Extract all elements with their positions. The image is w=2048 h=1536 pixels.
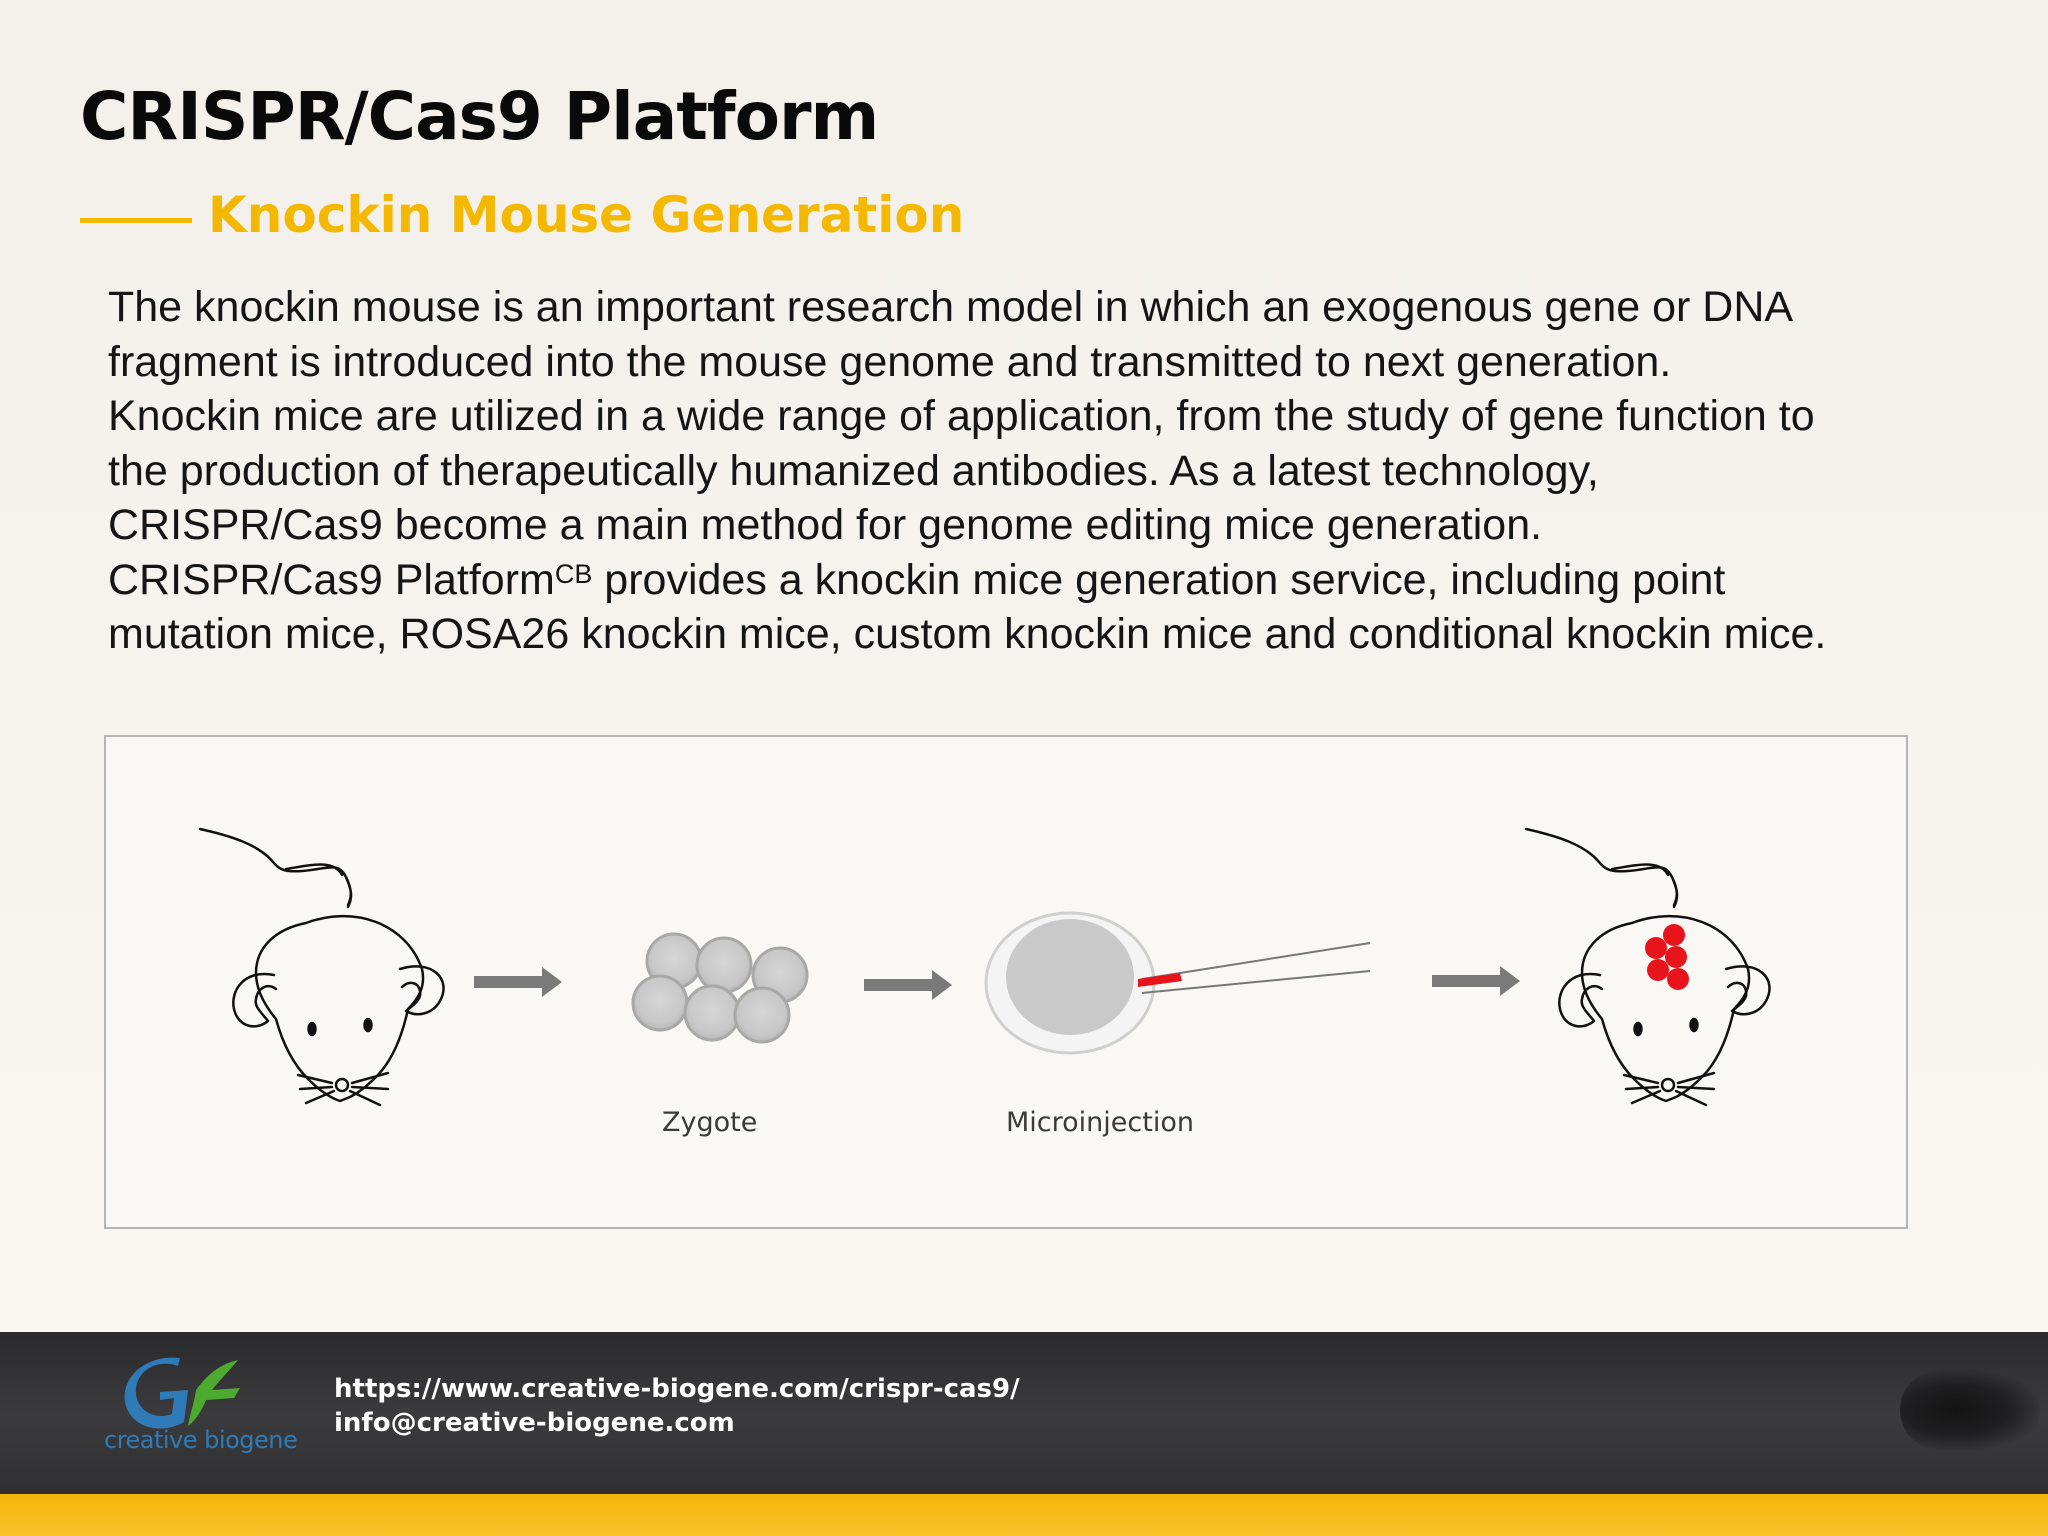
website-link[interactable]: https://www.creative-biogene.com/crispr-… [334,1374,1020,1404]
paragraph-line: mutation mice, ROSA26 knockin mice, cust… [108,610,1827,658]
footer-accent-bar [0,1494,2048,1536]
paragraph-line: The knockin mouse is an important resear… [108,283,1794,331]
subtitle-rule [80,218,192,223]
knockin-marker-icon [1645,924,1689,990]
process-arrow-icon [864,970,952,1000]
paragraph-line: CRISPR/Cas9 become a main method for gen… [108,501,1543,549]
knockin-workflow-diagram: Zygote Microinjection [104,735,1908,1229]
intro-paragraph: The knockin mouse is an important resear… [108,280,2008,662]
knockin-mouse-icon [1524,827,1771,1107]
process-arrow-icon [474,967,562,997]
platform-name: CRISPR/Cas9 Platform [108,555,555,604]
paragraph-line: the production of therapeutically humani… [108,446,1599,495]
microinjection-caption: Microinjection [1006,1107,1194,1138]
paragraph-line-rest: provides a knockin mice generation servi… [592,555,1726,604]
creative-biogene-logo-icon [124,1357,240,1429]
footer-shadow-decoration [1900,1370,2040,1450]
footer-band [0,1332,2048,1494]
microinjection-icon [984,911,1371,1055]
paragraph-line: fragment is introduced into the mouse ge… [108,337,1672,386]
zygote-cluster-icon [631,932,809,1044]
zygote-caption: Zygote [662,1107,758,1138]
platform-superscript: CB [554,558,593,589]
page-title: CRISPR/Cas9 Platform [80,78,879,155]
paragraph-line: CRISPR/Cas9 PlatformCB provides a knocki… [108,553,2008,608]
email-link[interactable]: info@creative-biogene.com [334,1408,735,1438]
workflow-illustration [198,827,1771,1107]
donor-mouse-icon [198,827,445,1107]
paragraph-line: Knockin mice are utilized in a wide rang… [108,392,1815,440]
process-arrow-icon [1432,966,1520,996]
logo-wordmark: creative biogene [104,1426,298,1454]
page-subtitle: Knockin Mouse Generation [208,186,965,244]
